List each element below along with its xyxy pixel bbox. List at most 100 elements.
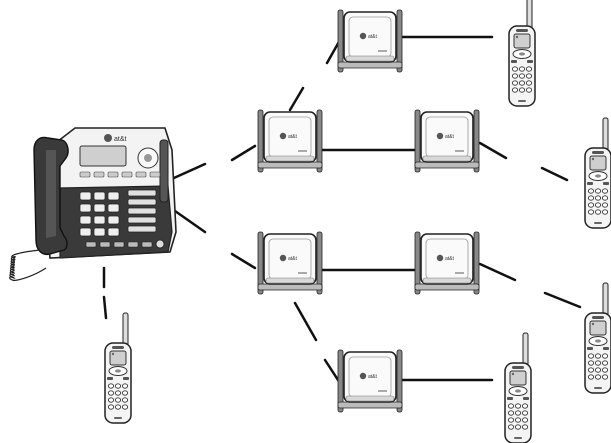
- keypad-key: [519, 81, 524, 85]
- nav-center-key: [519, 52, 525, 55]
- devices: at&tat&tat&tat&tat&tat&tat&t: [10, 0, 611, 443]
- keypad-key: [122, 405, 127, 409]
- base-keypad-key: [94, 228, 105, 236]
- base-keypad-key: [80, 204, 91, 212]
- handset-3: [505, 333, 531, 443]
- keypad-key: [522, 411, 527, 415]
- keypad-key: [588, 210, 593, 214]
- repeater-indicator: [298, 150, 307, 152]
- bottom-key: [100, 242, 110, 247]
- repeater-indicator: [378, 390, 387, 392]
- repeater-3: at&t: [415, 110, 479, 172]
- repeater-indicator: [455, 272, 464, 274]
- keypad-key: [602, 361, 607, 365]
- keypad-key: [602, 210, 607, 214]
- brand-logo-icon: [360, 33, 366, 39]
- line-key: [128, 199, 156, 205]
- keypad-key: [519, 74, 524, 78]
- keypad-key: [108, 405, 113, 409]
- soft-key-right: [527, 60, 533, 63]
- soft-key-left: [587, 347, 593, 350]
- keypad-key: [602, 368, 607, 372]
- keypad-key: [595, 375, 600, 379]
- keypad-key: [508, 411, 513, 415]
- brand-logo-icon: [592, 158, 594, 160]
- soft-key-left: [511, 60, 517, 63]
- keypad-key: [122, 398, 127, 402]
- earpiece: [112, 346, 124, 349]
- repeater-base: [415, 162, 479, 168]
- repeater-stripe: [423, 156, 471, 161]
- coiled-cord: [10, 250, 46, 281]
- brand-logo-icon: [280, 133, 286, 139]
- repeater-base: [338, 62, 402, 68]
- keypad-key: [588, 354, 593, 358]
- keypad-key: [595, 203, 600, 207]
- base-antenna: [160, 140, 168, 202]
- soft-key-right: [123, 377, 129, 380]
- link-14: [295, 303, 316, 340]
- keypad-key: [595, 368, 600, 372]
- keypad-key: [588, 368, 593, 372]
- repeater-indicator: [455, 150, 464, 152]
- soft-key-left: [587, 182, 593, 185]
- repeater-base: [415, 284, 479, 290]
- brand-label: at&t: [368, 34, 378, 40]
- brand-label: at&t: [114, 136, 127, 143]
- microphone: [594, 222, 602, 224]
- base-keypad-key: [80, 228, 91, 236]
- keypad-key: [526, 81, 531, 85]
- microphone: [114, 417, 122, 419]
- handset-1: [509, 0, 535, 106]
- keypad-key: [515, 404, 520, 408]
- brand-logo-icon: [592, 323, 594, 325]
- keypad-key: [115, 384, 120, 388]
- base-keypad-key: [108, 228, 119, 236]
- repeater-indicator: [298, 272, 307, 274]
- keypad-key: [588, 375, 593, 379]
- repeater-5: at&t: [415, 232, 479, 294]
- keypad-key: [522, 425, 527, 429]
- keypad-key: [515, 411, 520, 415]
- handset-5: [105, 313, 131, 423]
- soft-key-right: [603, 182, 609, 185]
- keypad-key: [122, 384, 127, 388]
- keypad-key: [512, 67, 517, 71]
- keypad-key: [602, 375, 607, 379]
- brand-label: at&t: [288, 256, 298, 262]
- link-12: [480, 264, 515, 280]
- link-13: [545, 293, 580, 307]
- antenna: [603, 118, 608, 152]
- keypad-key: [515, 418, 520, 422]
- keypad-key: [512, 88, 517, 92]
- antenna: [603, 283, 608, 317]
- earpiece: [512, 366, 524, 369]
- repeater-4: at&t: [258, 232, 322, 294]
- keypad-key: [515, 425, 520, 429]
- soft-key-left: [107, 377, 113, 380]
- keypad-key: [122, 391, 127, 395]
- bottom-key: [114, 242, 124, 247]
- repeater-stripe: [266, 156, 314, 161]
- base-keypad-key: [108, 192, 119, 200]
- bottom-key: [128, 242, 138, 247]
- function-key: [150, 172, 160, 177]
- keypad-key: [602, 189, 607, 193]
- function-key: [136, 172, 146, 177]
- link-10: [480, 143, 506, 158]
- soft-key-left: [507, 397, 513, 400]
- nav-center-key: [595, 339, 601, 342]
- repeater-indicator: [378, 50, 387, 52]
- keypad-key: [595, 189, 600, 193]
- microphone: [594, 387, 602, 389]
- handset-4: [585, 283, 611, 393]
- link-11: [542, 168, 567, 180]
- brand-logo-icon: [280, 255, 286, 261]
- keypad-key: [595, 210, 600, 214]
- keypad-key: [526, 74, 531, 78]
- base-keypad-key: [94, 204, 105, 212]
- keypad-key: [522, 418, 527, 422]
- function-key: [122, 172, 132, 177]
- base-keypad-key: [94, 192, 105, 200]
